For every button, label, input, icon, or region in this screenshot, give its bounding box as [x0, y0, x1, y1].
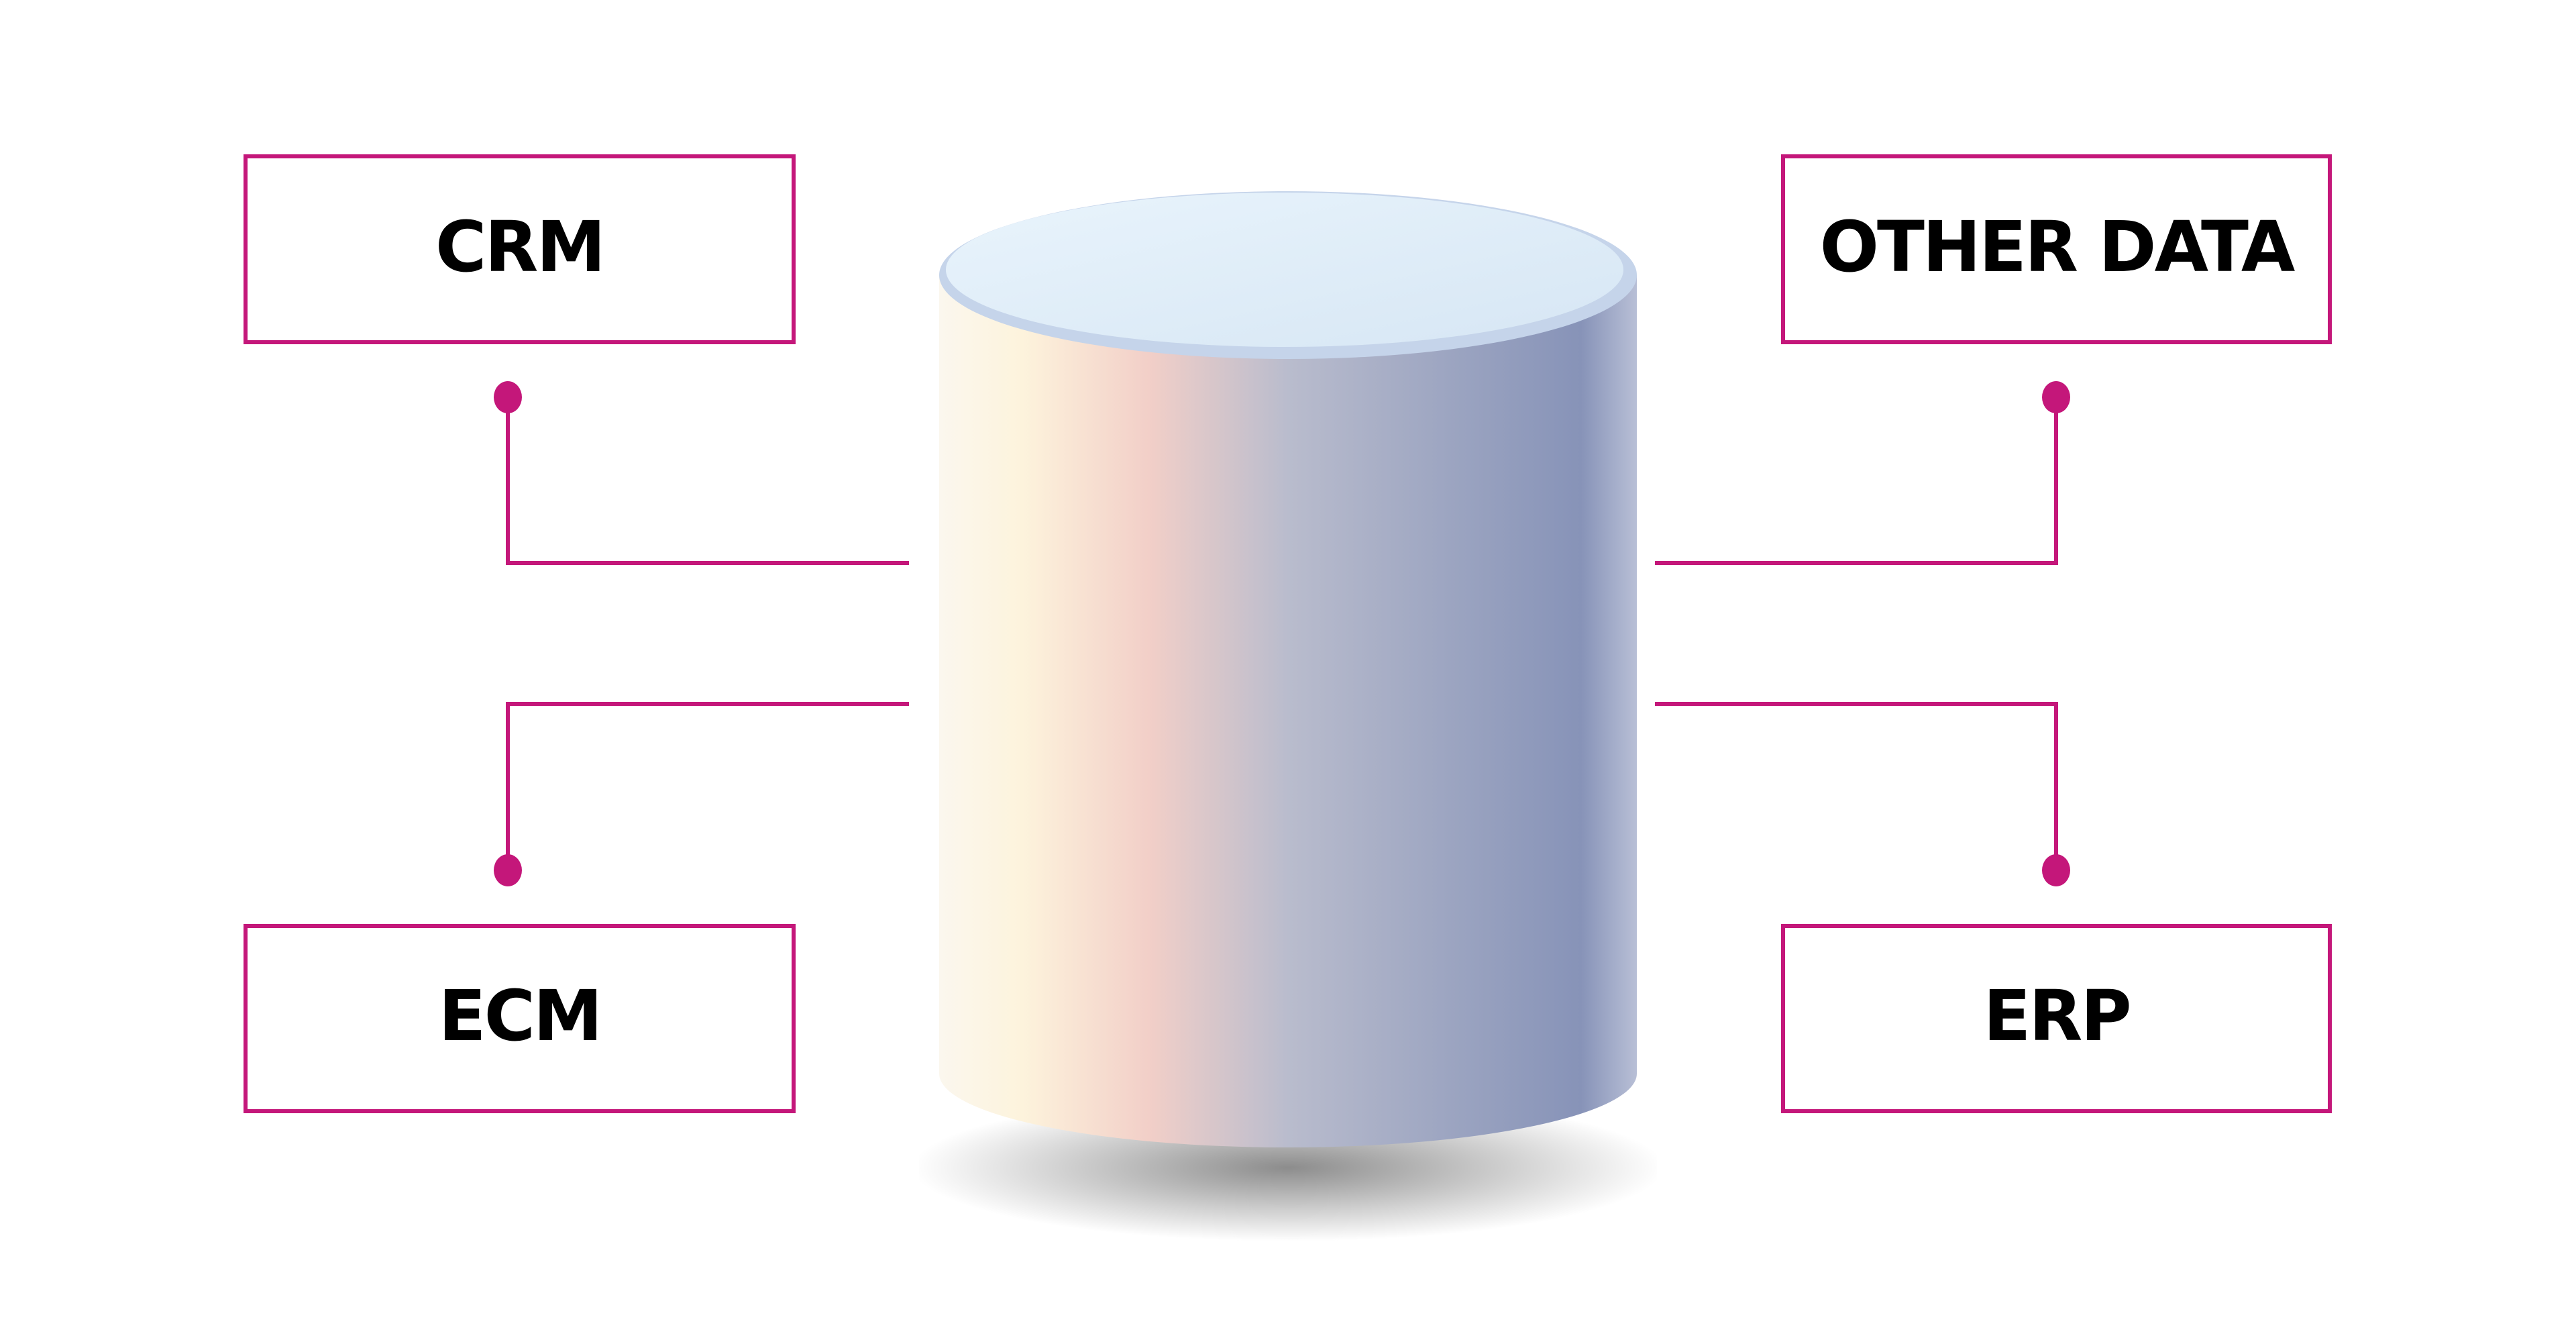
node-ecm-label: ECM: [438, 975, 603, 1057]
node-ecm: ECM: [244, 924, 796, 1113]
erp-connector: [1655, 702, 2058, 870]
database-layer-1: [939, 191, 1637, 544]
node-crm: CRM: [244, 154, 796, 344]
crm-connector-dot: [494, 381, 522, 413]
node-other-data-label: OTHER DATA: [1819, 205, 2296, 288]
node-crm-label: CRM: [435, 205, 606, 288]
ecm-connector: [506, 702, 909, 870]
node-erp: ERP: [1781, 924, 2332, 1113]
erp-connector-dot: [2042, 854, 2070, 886]
other-connector-dot: [2042, 381, 2070, 413]
database-cylinder-icon: [919, 191, 1657, 1241]
node-erp-label: ERP: [1983, 975, 2131, 1057]
crm-connector: [506, 397, 909, 565]
ecm-connector-dot: [494, 854, 522, 886]
other-connector: [1655, 397, 2058, 565]
node-other-data: OTHER DATA: [1781, 154, 2332, 344]
